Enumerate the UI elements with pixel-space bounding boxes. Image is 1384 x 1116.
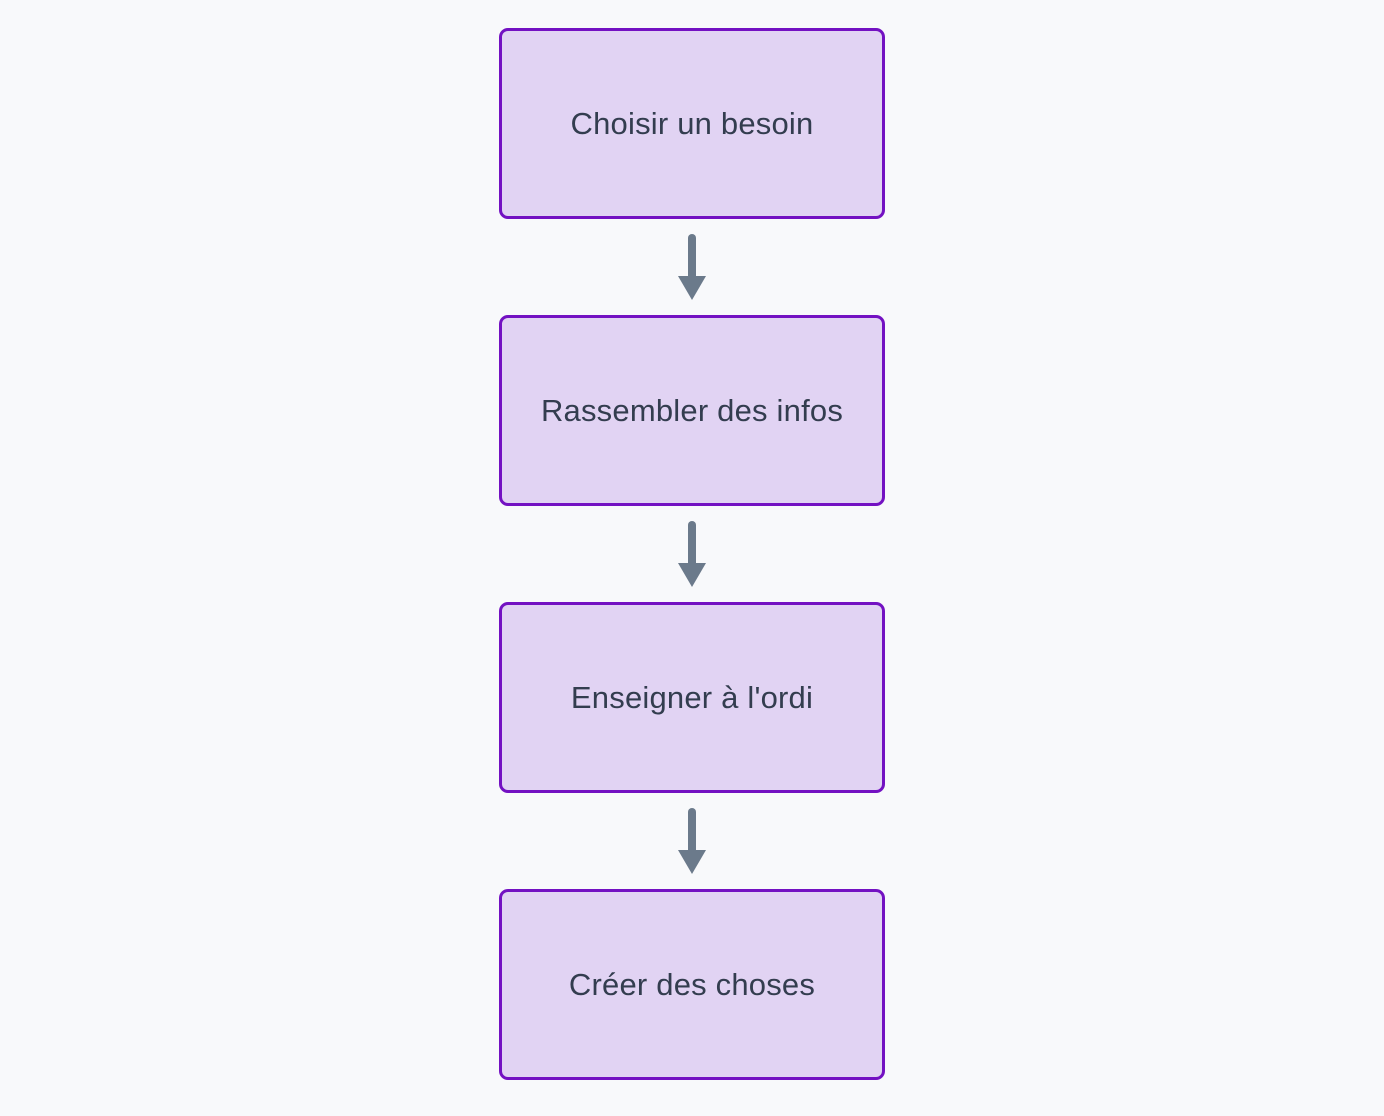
node-label: Créer des choses — [568, 967, 816, 1002]
node-label: Rassembler des infos — [540, 393, 844, 428]
down-arrow-icon — [678, 521, 706, 587]
down-arrow-icon — [678, 808, 706, 874]
flow-arrow — [677, 793, 707, 889]
flowchart-node-choisir-un-besoin: Choisir un besoin — [499, 28, 885, 219]
node-label: Enseigner à l'ordi — [570, 680, 814, 715]
flowchart-node-enseigner-a-l-ordi: Enseigner à l'ordi — [499, 602, 885, 793]
flow-arrow — [677, 219, 707, 315]
node-label: Choisir un besoin — [570, 106, 814, 141]
down-arrow-icon — [678, 234, 706, 300]
flowchart-node-rassembler-des-infos: Rassembler des infos — [499, 315, 885, 506]
flowchart-node-creer-des-choses: Créer des choses — [499, 889, 885, 1080]
flow-arrow — [677, 506, 707, 602]
